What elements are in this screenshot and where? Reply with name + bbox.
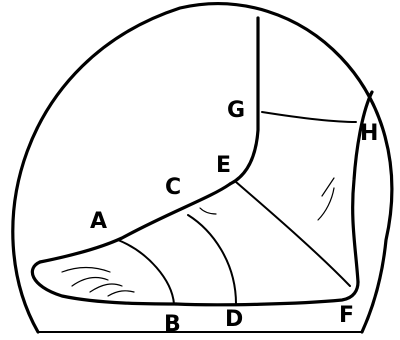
label-b: B [164,312,181,337]
toe-crease-1 [62,268,110,273]
label-c: C [165,175,181,200]
toe-contour [32,262,176,304]
label-d: D [225,307,243,332]
ankle-shading-2 [322,178,334,196]
label-g: G [227,98,245,123]
label-a: A [90,209,107,234]
label-e: E [216,153,231,178]
ankle-shading-3 [200,208,216,214]
label-f: F [339,303,354,328]
bandage-band-line-c-d [188,215,236,304]
instep-contour [40,184,230,262]
bandage-diagonal-e-f [236,182,350,286]
toe-crease-3 [90,284,122,292]
circular-frame [13,4,392,332]
ankle-shading-1 [318,188,334,220]
toe-crease-2 [72,278,108,286]
bandage-upper-band-g-h [262,112,356,122]
sole-contour [176,282,358,305]
bandage-band-line-a-b [118,240,174,304]
label-h: H [360,121,378,146]
toe-crease-4 [108,291,134,296]
